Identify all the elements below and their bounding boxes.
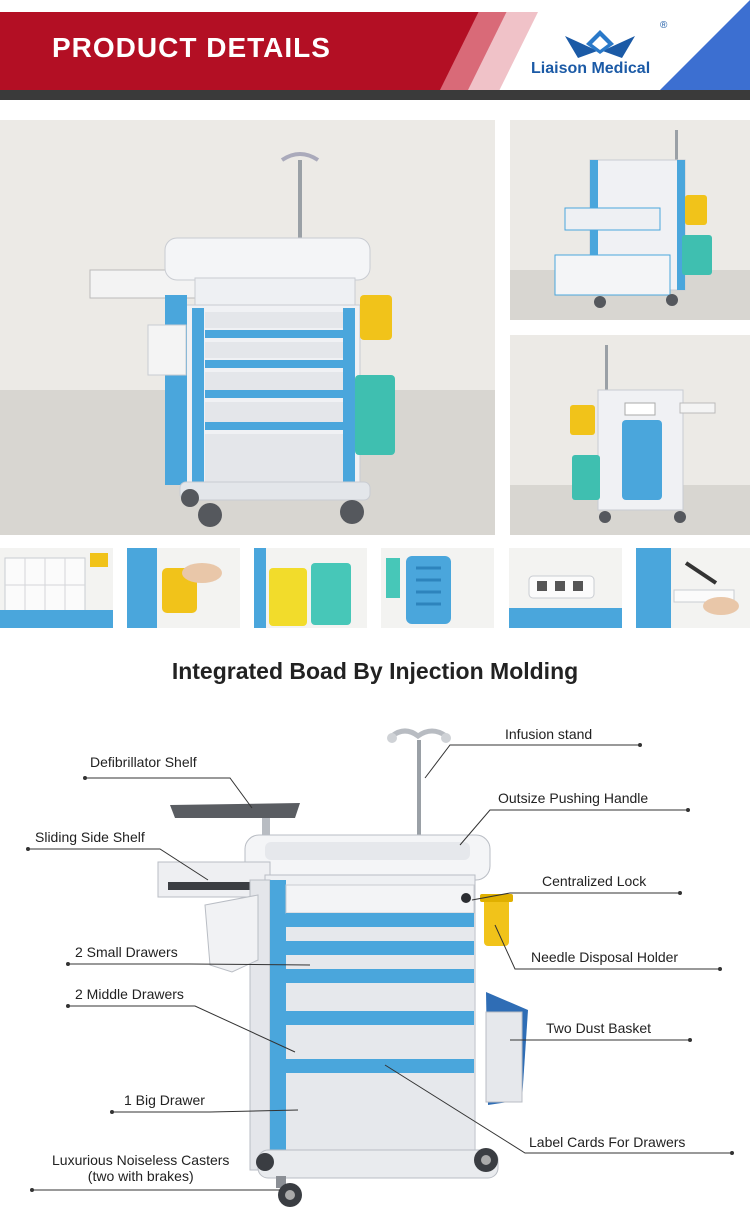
callout-label-cards: Label Cards For Drawers	[529, 1134, 686, 1150]
cart-diagram	[26, 728, 734, 1207]
callout-casters-line1: Luxurious Noiseless Casters	[52, 1152, 230, 1168]
thumb-drawer-dividers	[0, 548, 113, 628]
callout-defibrillator-shelf: Defibrillator Shelf	[90, 754, 197, 770]
callout-infusion-stand: Infusion stand	[505, 726, 593, 742]
thumb-dust-baskets	[254, 548, 367, 628]
header-banner: PRODUCT DETAILS ® Liaison Medical	[0, 0, 750, 100]
callout-sliding-side-shelf: Sliding Side Shelf	[35, 829, 145, 845]
callout-casters: Luxurious Noiseless Casters (two with br…	[52, 1152, 229, 1184]
rear-view-photo	[510, 335, 750, 535]
callout-centralized-lock: Centralized Lock	[542, 873, 647, 889]
drawers-open-photo	[510, 120, 750, 320]
main-product-photo	[0, 120, 495, 535]
page-title: PRODUCT DETAILS	[52, 32, 331, 63]
callout-dust-basket: Two Dust Basket	[546, 1020, 652, 1036]
brand-name: Liaison Medical	[531, 60, 651, 77]
callout-needle-holder: Needle Disposal Holder	[531, 949, 679, 965]
callout-big-drawer: 1 Big Drawer	[124, 1092, 205, 1108]
thumb-power-socket	[509, 548, 622, 628]
callout-small-drawers: 2 Small Drawers	[75, 944, 178, 960]
header-red-band	[0, 12, 520, 90]
registered-mark: ®	[660, 20, 668, 31]
section-title: Integrated Boad By Injection Molding	[171, 658, 579, 684]
thumb-cpr-board	[381, 548, 494, 628]
callout-middle-drawers: 2 Middle Drawers	[75, 986, 184, 1002]
thumb-side-shelf	[636, 548, 750, 628]
header-blue-corner	[660, 0, 750, 90]
thumb-needle-holder	[127, 548, 240, 628]
callout-casters-line2: (two with brakes)	[87, 1168, 194, 1184]
brand-logo-icon	[565, 30, 635, 58]
header-dark-bar	[0, 90, 750, 100]
callout-pushing-handle: Outsize Pushing Handle	[498, 790, 649, 806]
